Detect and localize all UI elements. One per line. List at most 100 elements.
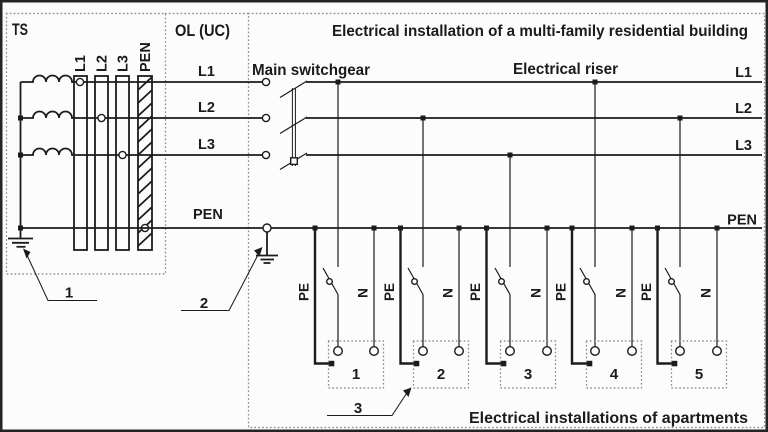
pe-conductor-drop xyxy=(570,228,588,365)
building-ground-symbol xyxy=(256,223,278,264)
apartments-caption: Electrical installations of apartments xyxy=(469,410,748,427)
apartment-unit-5: PE N 5 xyxy=(639,115,728,389)
n-label: N xyxy=(699,288,714,298)
pe-conductor-drop xyxy=(656,228,673,365)
transformer-windings xyxy=(18,74,262,238)
phase-terminal-circle xyxy=(675,346,686,357)
busbar-label-l1: L1 xyxy=(73,55,89,72)
pe-label: PE xyxy=(639,283,654,301)
pen-tap-junction-pe xyxy=(398,225,403,231)
pen-tap-junction-n xyxy=(629,225,635,231)
line-label-right-l3: L3 xyxy=(735,138,752,154)
callout-1-leader xyxy=(26,253,97,302)
pe-entry-square xyxy=(500,360,507,367)
ts-label: TS xyxy=(12,20,28,39)
line-label-left-pen: PEN xyxy=(193,207,223,223)
switchgear-terminal-l2 xyxy=(261,113,271,123)
riser-tap-junction xyxy=(507,152,513,158)
pe-label: PE xyxy=(382,283,397,301)
pen-tap-junction-pe xyxy=(312,225,318,231)
switchgear-terminal-l1 xyxy=(261,77,271,87)
apartment-switch-contact-circle xyxy=(498,278,506,286)
callout-3: 3 xyxy=(327,387,412,417)
n-label: N xyxy=(529,288,544,298)
phase-terminal-circle xyxy=(590,346,601,357)
callout-3-arrowhead xyxy=(403,387,412,397)
main-switchgear-symbol xyxy=(261,77,308,171)
switch-linkage-joint xyxy=(290,157,299,166)
riser-tap-junction xyxy=(335,79,341,85)
busbar-l1-tap-circle xyxy=(75,77,85,87)
n-terminal-circle xyxy=(454,346,465,357)
coil-l3 xyxy=(20,147,262,156)
n-terminal-circle xyxy=(627,346,638,357)
switch-blade-l2 xyxy=(279,116,308,135)
n-label: N xyxy=(356,288,371,298)
main-switchgear-label: Main switchgear xyxy=(252,62,370,79)
pe-entry-square xyxy=(671,360,678,367)
apartment-box xyxy=(585,340,643,389)
busbar-l1 xyxy=(73,75,88,251)
ts-ground-symbol xyxy=(8,237,33,248)
busbar-label-pen: PEN xyxy=(138,42,154,72)
switchgear-terminal-l3 xyxy=(261,150,271,160)
busbar-l2-tap-circle xyxy=(97,113,106,123)
electrical-riser-lines xyxy=(306,81,762,156)
riser-tap-junction xyxy=(592,79,598,85)
apartment-number: 1 xyxy=(352,366,360,383)
apartment-number: 4 xyxy=(610,366,619,383)
pen-tap-junction-pe xyxy=(484,225,489,231)
n-label: N xyxy=(441,288,456,298)
phase-terminal-circle xyxy=(505,346,516,357)
n-label: N xyxy=(614,288,629,298)
pen-split-terminal-circle xyxy=(262,223,272,233)
pe-entry-square xyxy=(413,360,420,367)
busbar-l3-tap-circle xyxy=(118,150,127,160)
diagram-title: Electrical installation of a multi-famil… xyxy=(332,23,748,40)
line-label-right-pen: PEN xyxy=(727,213,757,229)
pe-entry-square xyxy=(328,360,335,367)
phase-terminal-circle xyxy=(418,346,429,357)
callout-2-label: 2 xyxy=(200,295,208,312)
pe-conductor-drop xyxy=(399,228,415,365)
callout-1-arrowhead xyxy=(23,248,31,259)
callout-3-label: 3 xyxy=(354,400,362,417)
pe-entry-square xyxy=(586,360,593,367)
coil-l1 xyxy=(20,74,262,83)
ol-label: OL (UC) xyxy=(175,21,230,40)
pe-conductor-drop xyxy=(485,228,502,365)
pen-tap-junction-n xyxy=(371,225,377,231)
line-label-left-l1: L1 xyxy=(198,64,215,80)
apartment-box xyxy=(670,340,728,389)
busbar-pen-hatching xyxy=(137,76,153,247)
apartment-switch-contact-circle xyxy=(583,278,591,286)
apartment-box xyxy=(412,340,470,389)
pe-label: PE xyxy=(468,283,483,301)
pen-tap-junction-n xyxy=(544,225,550,231)
transformer-substation-box xyxy=(5,12,167,275)
switch-linkage-bar xyxy=(291,88,296,166)
n-terminal-circle xyxy=(542,346,553,357)
pe-label: PE xyxy=(554,283,569,301)
callout-2: 2 xyxy=(181,247,263,312)
apartment-number: 5 xyxy=(695,366,703,383)
apartment-switch-contact-circle xyxy=(326,278,334,286)
pen-tap-junction-pe xyxy=(655,225,660,231)
callout-2-leader xyxy=(181,251,260,312)
line-label-right-l1: L1 xyxy=(735,65,752,81)
switch-blade-l1 xyxy=(279,80,308,99)
pen-tap-junction-pe xyxy=(569,225,575,231)
callout-2-arrowhead xyxy=(254,247,263,257)
pe-conductor-drop xyxy=(313,228,330,365)
phase-terminal-circle xyxy=(333,346,344,357)
line-label-left-l2: L2 xyxy=(198,100,215,116)
busbar-label-l2: L2 xyxy=(95,55,111,72)
busbar-label-l3: L3 xyxy=(116,55,132,72)
busbar-panel: L1 L2 L3 PEN xyxy=(73,42,154,251)
busbar-pen xyxy=(137,75,153,251)
